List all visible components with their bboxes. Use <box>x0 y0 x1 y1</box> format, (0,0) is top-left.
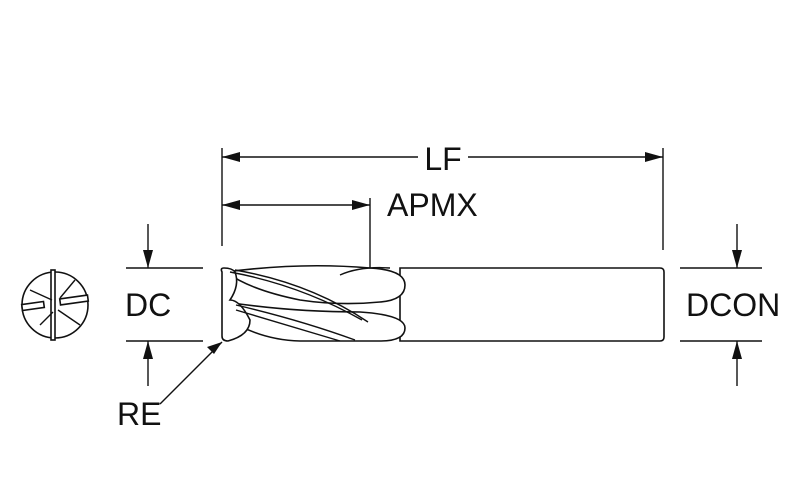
dc-label: DC <box>125 287 171 323</box>
lf-label: LF <box>424 141 461 177</box>
re-leader: RE <box>117 341 223 432</box>
dcon-label: DCON <box>686 287 780 323</box>
apmx-label: APMX <box>387 187 478 223</box>
lf-dimension: LF <box>222 141 663 177</box>
apmx-dimension: APMX <box>222 187 478 223</box>
dcon-dimension: DCON <box>686 224 780 386</box>
end-mill-tool <box>220 264 665 342</box>
re-label: RE <box>117 396 161 432</box>
extension-lines <box>126 148 762 342</box>
dc-dimension: DC <box>125 224 171 386</box>
end-view-icon <box>20 269 90 341</box>
